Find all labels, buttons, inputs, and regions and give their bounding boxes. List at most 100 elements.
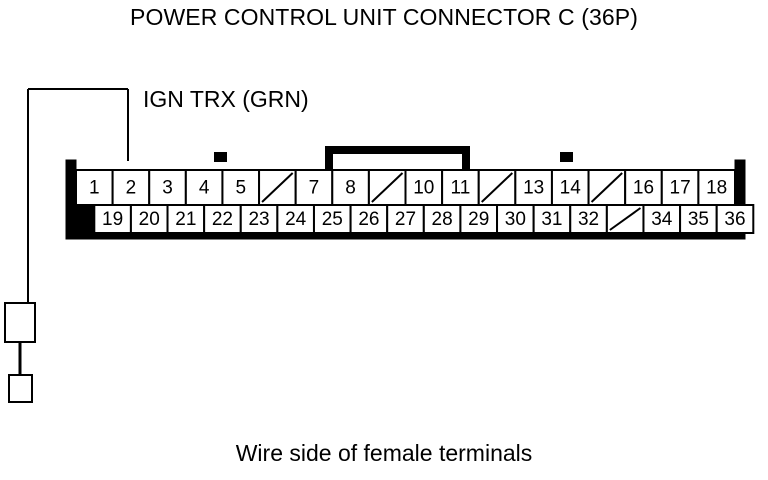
pin-number-label: 35 — [688, 209, 709, 230]
pin-cell-box — [148, 169, 187, 206]
wire-label-ign-trx: IGN TRX (GRN) — [143, 86, 309, 112]
pin-number-label: 28 — [432, 209, 453, 230]
top-row-pins: 1 2 3 4 5 7 8 10 11 13 14 16 17 18 — [75, 169, 737, 206]
top-pin-cell-6[interactable] — [258, 169, 297, 206]
top-pin-cell-14[interactable]: 14 — [550, 169, 590, 206]
bottom-pin-cell-19[interactable]: 19 — [93, 204, 132, 234]
pin-number-label: 17 — [670, 178, 691, 199]
pin-number-label: 18 — [706, 178, 727, 199]
pin-cell-box — [715, 204, 755, 234]
pin-number-label: 36 — [724, 209, 745, 230]
top-pin-cell-4[interactable]: 4 — [184, 169, 224, 206]
bottom-pin-cell-36[interactable]: 36 — [715, 204, 755, 234]
callout-leader-line — [27, 88, 129, 303]
page-title: POWER CONTROL UNIT CONNECTOR C (36P) — [130, 4, 638, 30]
top-pin-cell-17[interactable]: 17 — [660, 169, 700, 206]
bottom-pin-cell-30[interactable]: 30 — [496, 204, 535, 234]
bottom-pin-cell-25[interactable]: 25 — [312, 204, 352, 234]
pin-number-label: 32 — [578, 209, 599, 230]
bottom-pin-cell-26[interactable]: 26 — [349, 204, 389, 234]
pin-number-label: 16 — [633, 178, 654, 199]
figure-caption: Wire side of female terminals — [235, 440, 533, 466]
bottom-pin-cell-32[interactable]: 32 — [569, 204, 608, 234]
top-pin-cell-3[interactable]: 3 — [148, 169, 187, 206]
pin-cell-box — [129, 204, 169, 234]
pin-number-label: 14 — [560, 178, 582, 199]
pin-number-label: 23 — [248, 209, 269, 230]
pin-number-label: 27 — [395, 209, 416, 230]
bottom-pin-cell-20[interactable]: 20 — [129, 204, 169, 234]
pin-number-label: 31 — [541, 209, 562, 230]
top-pin-cell-10[interactable]: 10 — [404, 169, 444, 206]
top-pin-cell-11[interactable]: 11 — [441, 169, 480, 206]
pin-cell-box — [569, 204, 608, 234]
pin-cell-box — [166, 204, 206, 234]
top-pin-cell-9[interactable] — [367, 169, 407, 206]
pin-cell-box — [679, 204, 718, 234]
pin-number-label: 20 — [139, 209, 160, 230]
pin-number-label: 13 — [523, 178, 544, 199]
bottom-pin-cell-24[interactable]: 24 — [276, 204, 315, 234]
pin-number-label: 34 — [651, 209, 673, 230]
locking-tab-left — [214, 152, 227, 162]
top-pin-cell-15[interactable] — [587, 169, 627, 206]
top-pin-cell-1[interactable]: 1 — [75, 169, 114, 206]
pin-number-label: 19 — [102, 209, 123, 230]
bottom-pin-cell-29[interactable]: 29 — [459, 204, 499, 234]
top-pin-cell-7[interactable]: 7 — [294, 169, 334, 206]
pin-cell-box — [331, 169, 370, 206]
pin-number-label: 29 — [468, 209, 489, 230]
pin-cell-box — [422, 204, 462, 234]
top-pin-cell-5[interactable]: 5 — [221, 169, 261, 206]
pin-number-label: 4 — [199, 178, 210, 199]
bottom-pin-cell-23[interactable]: 23 — [239, 204, 279, 234]
locking-tabs — [214, 146, 573, 170]
top-pin-cell-16[interactable]: 16 — [624, 169, 663, 206]
pin-number-label: 5 — [235, 178, 246, 199]
pin-cell-box — [496, 204, 535, 234]
bottom-pin-cell-35[interactable]: 35 — [679, 204, 718, 234]
top-pin-cell-12[interactable] — [477, 169, 517, 206]
wire-end-symbol — [8, 374, 33, 403]
pin-number-label: 7 — [309, 178, 320, 199]
pin-cell-box — [532, 204, 572, 234]
locking-tab-right — [560, 152, 573, 162]
pin-cell-box — [221, 169, 261, 206]
pin-number-label: 30 — [505, 209, 526, 230]
bottom-pin-cell-34[interactable]: 34 — [642, 204, 682, 234]
pin-number-label: 8 — [345, 178, 356, 199]
bottom-pin-cell-22[interactable]: 22 — [203, 204, 242, 234]
pin-number-label: 3 — [162, 178, 173, 199]
pin-cell-box — [312, 204, 352, 234]
pin-number-label: 22 — [212, 209, 233, 230]
pin-number-label: 25 — [322, 209, 343, 230]
pin-number-label: 2 — [126, 178, 137, 199]
pin-number-label: 11 — [451, 178, 471, 199]
bottom-pin-cell-28[interactable]: 28 — [422, 204, 462, 234]
pin-cell-box — [239, 204, 279, 234]
top-pin-cell-18[interactable]: 18 — [697, 169, 737, 206]
pin-number-label: 1 — [89, 178, 100, 199]
pin-number-label: 10 — [413, 178, 434, 199]
pin-number-label: 26 — [358, 209, 379, 230]
locking-tab-center — [325, 146, 470, 170]
top-pin-cell-13[interactable]: 13 — [514, 169, 553, 206]
terminal-body-symbol — [4, 302, 36, 343]
bottom-pin-cell-31[interactable]: 31 — [532, 204, 572, 234]
blank-cavity-slash-icon — [371, 172, 404, 203]
top-pin-cell-8[interactable]: 8 — [331, 169, 370, 206]
pin-cell-box — [276, 204, 315, 234]
pin-cell-box — [75, 169, 114, 206]
bottom-pin-cell-33[interactable] — [605, 204, 645, 234]
bottom-row-pins: 19 20 21 22 23 24 25 26 27 28 29 30 31 32 34 35 36 — [93, 204, 755, 234]
blank-cavity-slash-icon — [261, 172, 294, 203]
bottom-pin-cell-27[interactable]: 27 — [386, 204, 425, 234]
pin-cell-box — [624, 169, 663, 206]
top-pin-cell-2[interactable]: 2 — [111, 169, 151, 206]
bottom-pin-cell-21[interactable]: 21 — [166, 204, 206, 234]
blank-cavity-slash-icon — [590, 172, 623, 203]
pin-number-label: 24 — [285, 209, 307, 230]
blank-cavity-slash-icon — [609, 207, 642, 231]
